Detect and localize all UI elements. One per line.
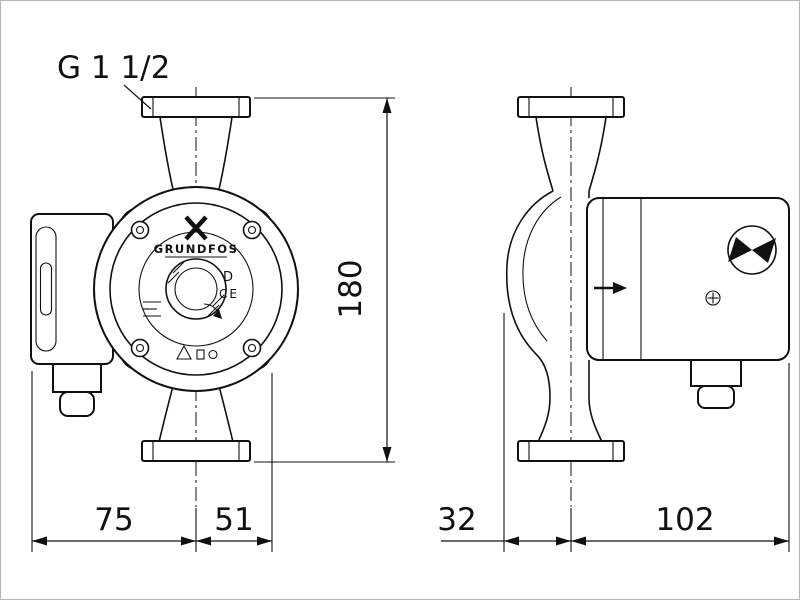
dim-height-label: 180	[333, 259, 369, 318]
side-cable-gland	[690, 359, 742, 409]
dim-width-right-label: 51	[214, 502, 253, 538]
speed-selector-knob[interactable]	[727, 225, 777, 275]
screw-icon	[705, 290, 721, 306]
thread-callout: G 1 1/2	[57, 50, 170, 110]
thread-leader-line	[123, 84, 152, 110]
approval-marks	[176, 344, 218, 360]
side-top-flange	[517, 96, 625, 118]
vent-marks	[143, 301, 161, 317]
cable-gland	[52, 363, 102, 417]
pump-body-profile	[505, 190, 603, 443]
dim-width-left: 75	[31, 371, 197, 552]
flow-direction-arrow-icon	[594, 282, 627, 294]
side-bottom-flange	[517, 440, 625, 462]
dim-depth-rear-label: 102	[655, 502, 714, 538]
dim-width-left-label: 75	[94, 502, 133, 538]
top-port-flange	[141, 96, 251, 118]
dim-depth-front-label: 32	[437, 502, 476, 538]
ce-mark: CE	[219, 287, 239, 301]
dim-height: 180	[254, 97, 395, 463]
plug-hatch	[167, 261, 225, 317]
thread-label: G 1 1/2	[57, 50, 170, 86]
pump-face: GRUNDFOS D CE	[93, 186, 299, 392]
side-view	[505, 87, 790, 507]
brand-label: GRUNDFOS	[154, 242, 239, 256]
bottom-port-flange	[141, 440, 251, 462]
approval-d-mark: D	[223, 270, 233, 285]
dimensions: G 1 1/2 180 75 51	[31, 50, 790, 552]
grundfos-logo-icon	[184, 215, 208, 241]
rotation-arrow-icon	[203, 303, 222, 319]
dim-depth-rear: 102	[571, 363, 790, 552]
motor-housing	[586, 197, 790, 361]
flange-bolt-holes	[130, 220, 262, 358]
dim-width-right: 51	[196, 373, 273, 552]
front-view: GRUNDFOS D CE	[30, 87, 299, 507]
dim-depth-front: 32	[437, 313, 572, 552]
side-top-neck	[535, 116, 607, 192]
